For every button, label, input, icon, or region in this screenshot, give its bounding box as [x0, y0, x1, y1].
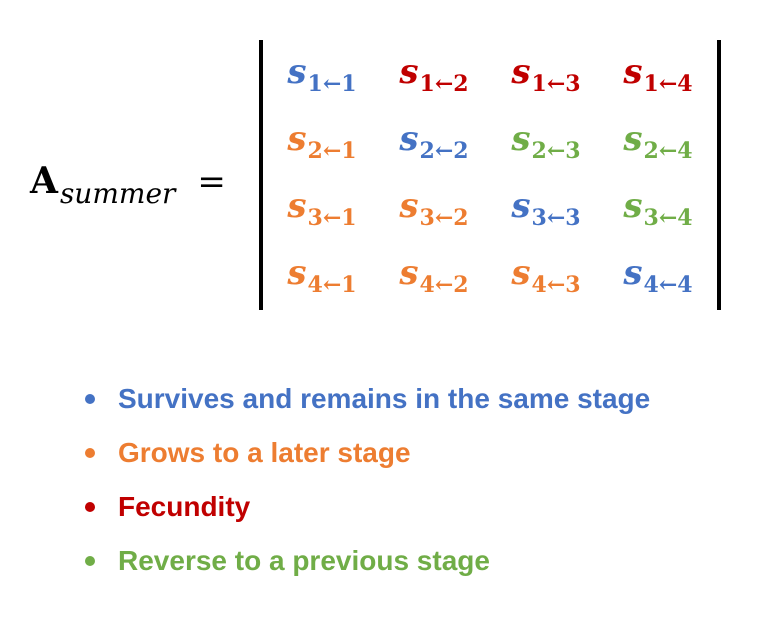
entry-index: 4←1 [307, 272, 357, 298]
matrix-lhs: A summer = [30, 160, 226, 210]
entry-symbol: s [399, 186, 419, 226]
bullet-icon [85, 556, 95, 566]
entry-symbol: s [511, 52, 531, 92]
entry-index: 4←4 [643, 272, 693, 298]
entry-symbol: s [399, 119, 419, 159]
entry-index: 2←2 [419, 138, 469, 164]
entry-index: 1←1 [307, 71, 357, 97]
entry-symbol: s [623, 186, 643, 226]
entry-index: 2←1 [307, 138, 357, 164]
legend-item: Fecundity [85, 480, 650, 534]
entry-index: 4←3 [531, 272, 581, 298]
entry-symbol: s [511, 119, 531, 159]
equals-sign: = [197, 162, 226, 202]
matrix-subscript: summer [59, 177, 176, 210]
legend-text: Reverse to a previous stage [118, 545, 490, 576]
entry-symbol: s [623, 52, 643, 92]
matrix-right-bracket [717, 40, 721, 310]
entry-index: 2←4 [643, 138, 693, 164]
entry-symbol: s [511, 253, 531, 293]
entry-symbol: s [511, 186, 531, 226]
bullet-icon [85, 394, 95, 404]
entry-symbol: s [399, 253, 419, 293]
legend-item: Grows to a later stage [85, 426, 650, 480]
entry-symbol: s [623, 119, 643, 159]
legend-item: Survives and remains in the same stage [85, 372, 650, 426]
entry-symbol: s [623, 253, 643, 293]
legend-text: Survives and remains in the same stage [118, 383, 651, 414]
entry-index: 3←1 [307, 205, 357, 231]
entry-index: 3←3 [531, 205, 581, 231]
entry-symbol: s [287, 52, 307, 92]
entry-index: 1←3 [531, 71, 581, 97]
bullet-icon [85, 448, 95, 458]
legend-text: Grows to a later stage [118, 437, 411, 468]
matrix-symbol: A [30, 160, 58, 202]
entry-index: 3←4 [643, 205, 693, 231]
entry-symbol: s [287, 186, 307, 226]
legend-item: Reverse to a previous stage [85, 534, 650, 588]
entry-index: 2←3 [531, 138, 581, 164]
bullet-icon [85, 502, 95, 512]
entry-index: 1←4 [643, 71, 693, 97]
entry-index: 1←2 [419, 71, 469, 97]
legend-text: Fecundity [118, 491, 251, 522]
entry-symbol: s [399, 52, 419, 92]
entry-symbol: s [287, 119, 307, 159]
matrix-left-bracket [259, 40, 263, 310]
entry-index: 3←2 [419, 205, 469, 231]
entry-symbol: s [287, 253, 307, 293]
entry-index: 4←2 [419, 272, 469, 298]
